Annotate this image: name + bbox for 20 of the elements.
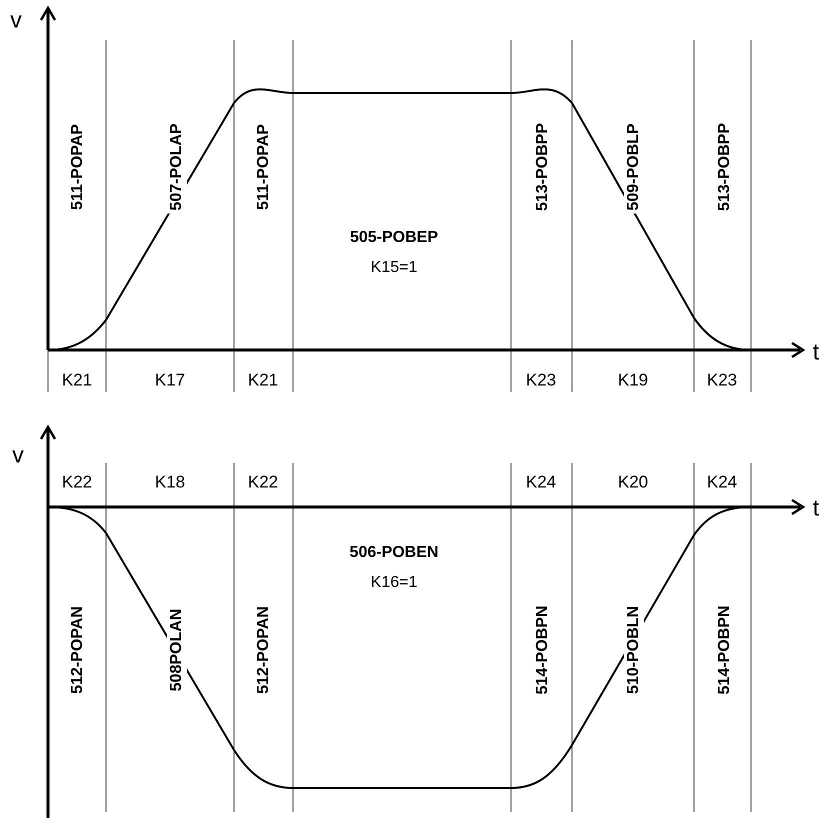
segment-label: K21 xyxy=(248,372,278,388)
phase-label: 506-POBEN xyxy=(350,545,438,561)
segment-label: K20 xyxy=(618,474,648,490)
condition-label: K15=1 xyxy=(370,260,418,276)
segment-label: K23 xyxy=(526,372,556,388)
axis-label: v xyxy=(10,8,22,32)
axis-label: t xyxy=(812,496,820,520)
segment-label: K22 xyxy=(62,474,92,490)
segment-label: K23 xyxy=(706,372,738,388)
axis-label: v xyxy=(12,444,24,466)
segment-label: K18 xyxy=(154,474,186,490)
segment-label: K21 xyxy=(62,372,92,388)
phase-label: 505-POBEP xyxy=(350,230,438,246)
segment-label: K22 xyxy=(248,474,278,490)
segment-label: K24 xyxy=(706,474,738,490)
condition-label: K16=1 xyxy=(370,575,418,591)
segment-label: K17 xyxy=(154,372,186,388)
segment-label: K19 xyxy=(618,372,648,388)
segment-label: K24 xyxy=(526,474,556,490)
axis-label: t xyxy=(812,340,820,364)
